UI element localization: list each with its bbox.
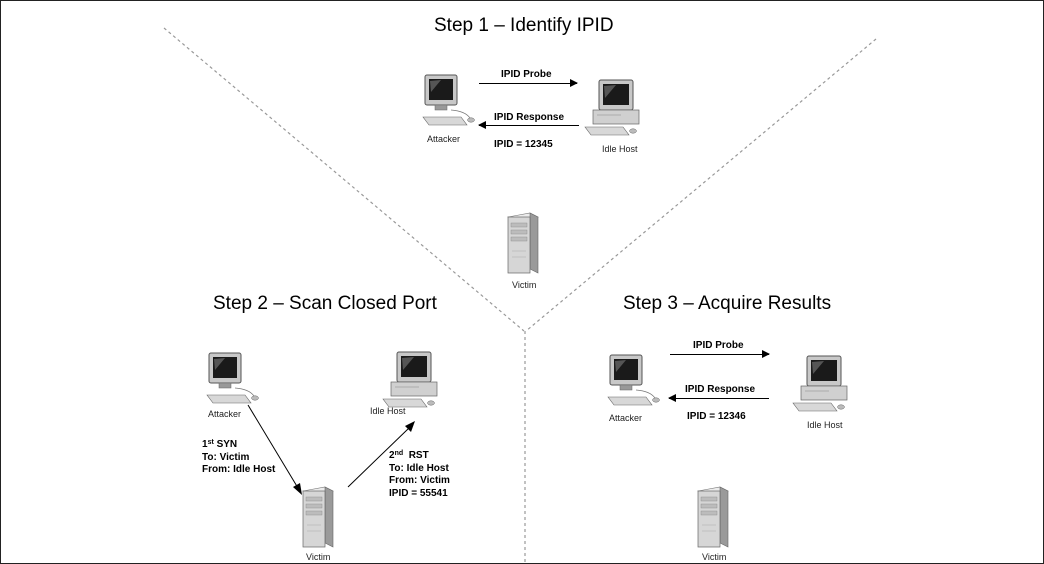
step-3-attacker-label: Attacker bbox=[609, 413, 643, 423]
step-3-victim-server-icon bbox=[694, 485, 730, 551]
step-3-title: Step 3 – Acquire Results bbox=[623, 293, 832, 314]
step-2-attacker-label: Attacker bbox=[208, 409, 242, 419]
syn-arrow-head bbox=[293, 483, 302, 495]
step-3-probe-arrow bbox=[670, 350, 770, 358]
step-1-idle-host-computer-icon bbox=[583, 79, 643, 139]
step-2-rst-ipid: IPID = 55541 bbox=[389, 488, 448, 499]
step-1-response-label: IPID Response bbox=[494, 112, 565, 123]
step-1-victim-label: Victim bbox=[512, 280, 537, 290]
step-2-idle-host-label: Idle Host bbox=[370, 406, 406, 416]
rst-arrow-line bbox=[347, 427, 410, 488]
step-2-rst-label: 2nd RST bbox=[389, 450, 429, 462]
step-1-probe-label: IPID Probe bbox=[501, 69, 552, 80]
step-2-rst-to: To: Idle Host bbox=[389, 463, 449, 474]
step-1-idle-host-label: Idle Host bbox=[602, 144, 638, 154]
divider-left bbox=[163, 27, 525, 332]
step-3-attacker-computer-icon bbox=[606, 353, 664, 409]
rst-ordinal-suffix: nd bbox=[394, 450, 404, 457]
step-2-victim-label: Victim bbox=[306, 552, 331, 562]
rst-arrow-head bbox=[405, 421, 415, 432]
step-3-ipid-value: IPID = 12346 bbox=[687, 411, 746, 422]
step-3-probe-label: IPID Probe bbox=[693, 340, 744, 351]
step-1-ipid-value: IPID = 12345 bbox=[494, 139, 553, 150]
step-2-syn-to: To: Victim bbox=[202, 452, 250, 463]
step-1-victim-server-icon bbox=[504, 211, 540, 277]
step-1-probe-arrow bbox=[479, 79, 578, 87]
step-3-idle-host-label: Idle Host bbox=[807, 420, 843, 430]
rst-flag: RST bbox=[408, 450, 429, 461]
step-2-rst-from: From: Victim bbox=[389, 475, 450, 486]
step-3-idle-host-computer-icon bbox=[791, 355, 851, 415]
step-3-victim-label: Victim bbox=[702, 552, 727, 562]
step-2-syn-label: 1st SYN bbox=[202, 439, 237, 451]
step-3-response-arrow bbox=[668, 394, 769, 402]
step-2-title: Step 2 – Scan Closed Port bbox=[213, 293, 437, 314]
step-1-attacker-label: Attacker bbox=[427, 134, 461, 144]
syn-ordinal-suffix: st bbox=[207, 439, 214, 446]
step-2-idle-host-computer-icon bbox=[381, 351, 441, 411]
syn-ordinal: 1 bbox=[202, 439, 208, 450]
step-2-victim-server-icon bbox=[299, 485, 335, 551]
step-1-attacker-computer-icon bbox=[421, 73, 479, 129]
step-1-response-arrow bbox=[478, 121, 579, 129]
step-1-title: Step 1 – Identify IPID bbox=[434, 15, 614, 36]
step-3-response-label: IPID Response bbox=[685, 384, 756, 395]
divider-right bbox=[525, 38, 877, 332]
rst-ordinal: 2 bbox=[389, 450, 395, 461]
step-2-attacker-computer-icon bbox=[205, 351, 263, 407]
syn-flag: SYN bbox=[216, 439, 238, 450]
step-2-syn-from: From: Idle Host bbox=[202, 464, 276, 475]
syn-arrow-line bbox=[247, 404, 299, 489]
